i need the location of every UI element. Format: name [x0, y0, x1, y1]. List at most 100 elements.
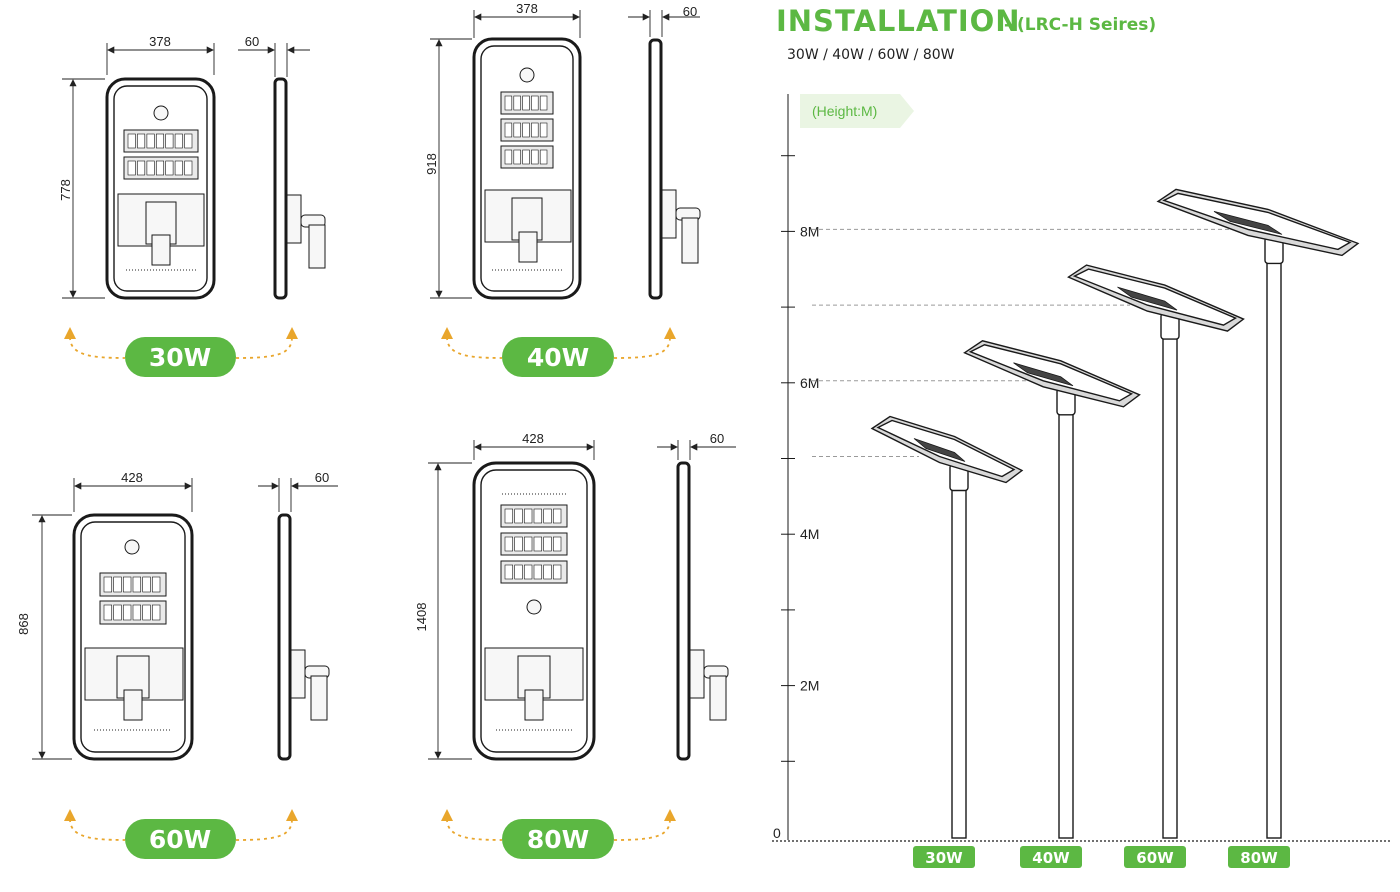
axis-ticks: 0 2M 4M 6M 8M	[773, 155, 819, 841]
model-pill	[125, 819, 236, 859]
arrow-left	[64, 809, 126, 841]
model-label: 80W	[527, 825, 589, 854]
led-cell	[165, 160, 174, 176]
led-cell	[132, 604, 141, 621]
depth-dimension: 60	[315, 470, 329, 485]
axis-tick-label: 2M	[800, 678, 819, 694]
led-cell	[184, 160, 193, 176]
width-dimension: 428	[522, 431, 544, 446]
lamp-top	[968, 344, 1134, 402]
lamp-top	[1072, 268, 1238, 326]
led-cell	[174, 160, 183, 176]
led-cell	[531, 95, 539, 111]
lamp-panel	[913, 438, 966, 462]
led-cell	[513, 149, 521, 165]
drawing-60w: 428 868 60 60W	[16, 470, 338, 859]
pole-badge	[1124, 846, 1186, 868]
model-label: 60W	[149, 825, 211, 854]
led-cells	[103, 95, 562, 621]
led-cell	[513, 122, 521, 138]
pole-40w: 40W	[963, 340, 1141, 868]
axis-tick-label: 6M	[800, 375, 819, 391]
arrow-right	[235, 809, 298, 841]
width-dimension: 378	[149, 34, 171, 49]
pole-30w: 30W	[870, 415, 1024, 868]
led-cell	[552, 536, 562, 552]
led-cell	[552, 508, 562, 524]
axis-tick-label: 4M	[800, 526, 819, 542]
led-cell	[127, 160, 136, 176]
axis-tick-label: 8M	[800, 223, 819, 239]
pole-shaft	[1058, 410, 1074, 839]
led-cell	[132, 576, 141, 593]
led-cell	[184, 133, 193, 149]
led-cell	[142, 604, 151, 621]
lamp-top	[1162, 192, 1352, 251]
pole-badge	[1020, 846, 1082, 868]
led-cell	[504, 122, 513, 138]
height-guides	[812, 228, 1234, 457]
height-tag	[800, 94, 914, 128]
model-label: 30W	[149, 343, 211, 372]
led-cell	[113, 576, 122, 593]
led-cell	[539, 95, 548, 111]
drawing-80w: 428 1408 60 80W	[414, 431, 736, 859]
led-cell	[142, 576, 151, 593]
led-cell	[146, 160, 155, 176]
led-cell	[103, 604, 112, 621]
model-pill	[125, 337, 236, 377]
depth-dimension: 60	[710, 431, 724, 446]
pole-shaft	[951, 485, 967, 839]
arrow-right	[235, 327, 298, 359]
led-cell	[514, 564, 523, 580]
width-dimension: 428	[121, 470, 143, 485]
model-pill	[502, 337, 614, 377]
led-cell	[523, 508, 533, 524]
arrow-left	[441, 809, 503, 841]
led-cell	[539, 122, 548, 138]
models-line: 30W / 40W / 60W / 80W	[787, 47, 955, 63]
pole-60w: 60W	[1067, 264, 1245, 868]
pole-badge-label: 40W	[1032, 849, 1070, 867]
installation-title: INSTALLATION	[776, 4, 1021, 38]
led-cell	[137, 133, 146, 149]
led-cell	[533, 564, 542, 580]
led-cell	[543, 536, 552, 552]
arrow-right	[613, 809, 676, 841]
led-cell	[533, 508, 542, 524]
arrow-left	[441, 327, 503, 359]
width-dimension: 378	[516, 1, 538, 16]
depth-dimension: 60	[245, 34, 259, 49]
led-cell	[113, 604, 122, 621]
led-cell	[504, 508, 513, 524]
arrow-left	[64, 327, 126, 359]
height-dimension: 918	[424, 153, 439, 175]
led-cell	[531, 122, 539, 138]
model-label: 40W	[527, 343, 589, 372]
led-cell	[127, 133, 136, 149]
pole-80w: 80W	[1156, 188, 1360, 868]
led-cell	[543, 508, 552, 524]
pole-badge-label: 30W	[925, 849, 963, 867]
led-cell	[504, 536, 513, 552]
led-cell	[539, 149, 548, 165]
height-dimension: 868	[16, 613, 31, 635]
led-cell	[552, 564, 562, 580]
lamp-panel	[1213, 211, 1283, 235]
pole-badge	[913, 846, 975, 868]
led-cell	[504, 149, 513, 165]
pole-badge	[1228, 846, 1290, 868]
depth-dimension: 60	[683, 4, 697, 19]
led-cell	[152, 604, 161, 621]
led-cell	[543, 564, 552, 580]
led-cell	[174, 133, 183, 149]
led-cell	[513, 95, 521, 111]
pole-shaft	[1266, 258, 1282, 839]
led-cell	[123, 576, 132, 593]
pole-badge-label: 60W	[1136, 849, 1174, 867]
led-cell	[504, 95, 513, 111]
axis-tick-label: 0	[773, 825, 781, 841]
height-dimension: 1408	[414, 603, 429, 632]
